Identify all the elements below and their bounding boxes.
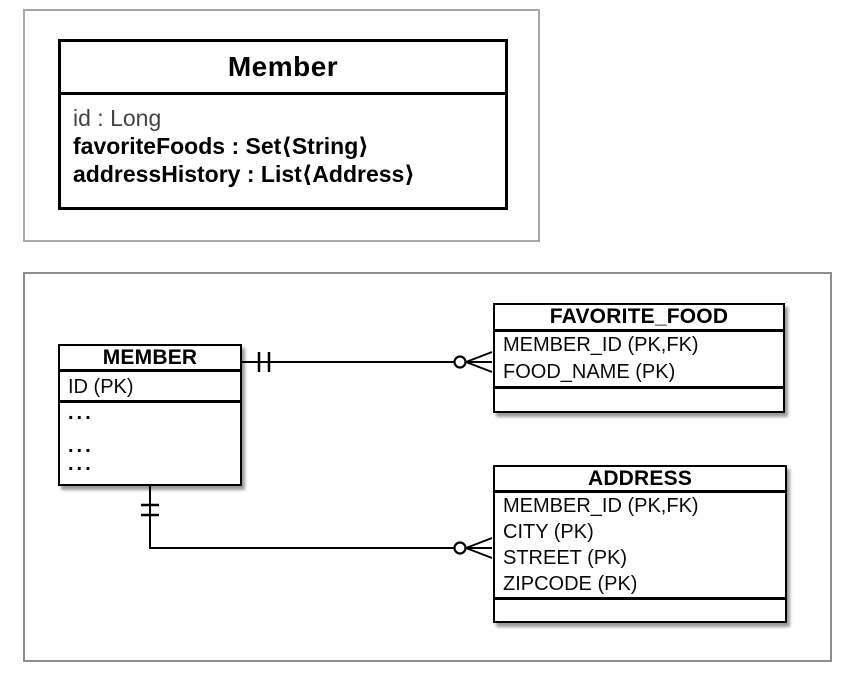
- one-cardinality-marker: [257, 352, 271, 372]
- ellipsis-row: ...: [68, 453, 94, 475]
- er-table-empty-section: [495, 389, 783, 410]
- one-cardinality-marker: [141, 503, 159, 517]
- class-attributes: id : Long favoriteFoods : Set⟨String⟩ ad…: [61, 95, 505, 188]
- er-panel: MEMBER ID (PK) ... ... ... FAVORITE_FOOD…: [23, 272, 832, 662]
- er-row-food-name: FOOD_NAME (PK): [503, 361, 676, 383]
- member-class-box: Member id : Long favoriteFoods : Set⟨Str…: [58, 39, 508, 210]
- er-table-favorite-food-title: FAVORITE_FOOD: [495, 305, 783, 332]
- er-table-address: ADDRESS MEMBER_ID (PK,FK) CITY (PK) STRE…: [493, 465, 787, 623]
- er-table-address-columns: MEMBER_ID (PK,FK) CITY (PK) STREET (PK) …: [495, 493, 785, 600]
- uml-panel: Member id : Long favoriteFoods : Set⟨Str…: [23, 9, 540, 242]
- zero-or-many-cardinality-marker: [453, 537, 493, 559]
- relationship-member-favorite-food: [242, 351, 493, 373]
- er-member-ellipsis-rows: ... ... ...: [60, 403, 240, 478]
- er-row-city: CITY (PK): [503, 521, 594, 543]
- er-table-favorite-food: FAVORITE_FOOD MEMBER_ID (PK,FK) FOOD_NAM…: [493, 303, 785, 413]
- ellipsis-row: ...: [68, 402, 94, 424]
- er-row-member-id: MEMBER_ID (PK,FK): [503, 334, 699, 356]
- er-row-zipcode: ZIPCODE (PK): [503, 573, 638, 595]
- class-attribute-id: id : Long: [73, 105, 162, 131]
- class-attribute-favorite-foods: favoriteFoods : Set⟨String⟩: [73, 133, 369, 159]
- class-title: Member: [61, 42, 505, 95]
- class-attribute-address-history: addressHistory : List⟨Address⟩: [73, 161, 415, 187]
- ellipsis-row: ...: [68, 435, 94, 457]
- er-table-member: MEMBER ID (PK) ... ... ...: [58, 344, 242, 486]
- er-row-street: STREET (PK): [503, 547, 628, 569]
- er-table-favorite-food-columns: MEMBER_ID (PK,FK) FOOD_NAME (PK): [495, 332, 783, 389]
- er-row-member-id: MEMBER_ID (PK,FK): [503, 495, 699, 517]
- er-table-member-title: MEMBER: [60, 346, 240, 372]
- relationship-member-address: [141, 486, 493, 559]
- zero-or-many-cardinality-marker: [453, 351, 493, 373]
- er-row-id-pk: ID (PK): [60, 372, 240, 403]
- relationship-lines: [141, 351, 493, 559]
- er-table-empty-section: [495, 600, 785, 621]
- er-table-address-title: ADDRESS: [495, 467, 785, 493]
